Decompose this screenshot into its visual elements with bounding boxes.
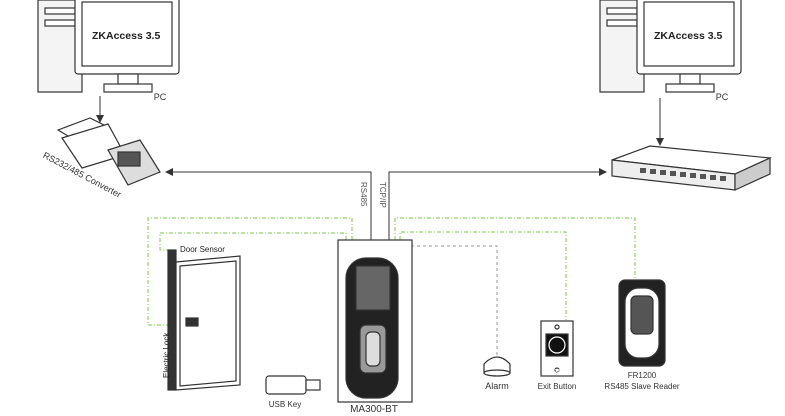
converter-icon <box>56 117 161 186</box>
reader-label: RS485 Slave Reader <box>604 382 680 391</box>
right-pc-icon <box>599 0 742 93</box>
tcpip-link-label: TCP/IP <box>378 182 387 208</box>
left-pc-screen-text: ZKAccess 3.5 <box>92 30 161 42</box>
exit-button-label: Exit Button <box>537 382 577 391</box>
device-label: MA300-BT <box>350 404 398 415</box>
fr1200-reader-icon <box>618 279 666 367</box>
hub-label: HUB <box>678 158 694 165</box>
exit-button-icon <box>540 320 574 377</box>
usb-key-label: USB Key <box>268 400 302 409</box>
reader-model-label: FR1200 <box>627 371 657 380</box>
ma300-device-icon <box>337 239 413 403</box>
door-sensor-label: Door Sensor <box>180 245 225 254</box>
rs485-link-label: RS485 <box>359 182 368 207</box>
left-pc-label: PC <box>153 92 167 102</box>
hub-icon <box>611 145 773 191</box>
exit-button-face-text: EXIT <box>551 369 563 375</box>
left-pc-icon <box>37 0 180 93</box>
door-icon <box>167 249 241 391</box>
right-pc-label: PC <box>715 92 729 102</box>
electric-lock-label: Electric Lock <box>162 332 171 378</box>
right-pc-screen-text: ZKAccess 3.5 <box>654 30 723 42</box>
usb-key-icon <box>265 375 321 395</box>
alarm-icon <box>483 356 511 377</box>
alarm-label: Alarm <box>485 381 509 391</box>
